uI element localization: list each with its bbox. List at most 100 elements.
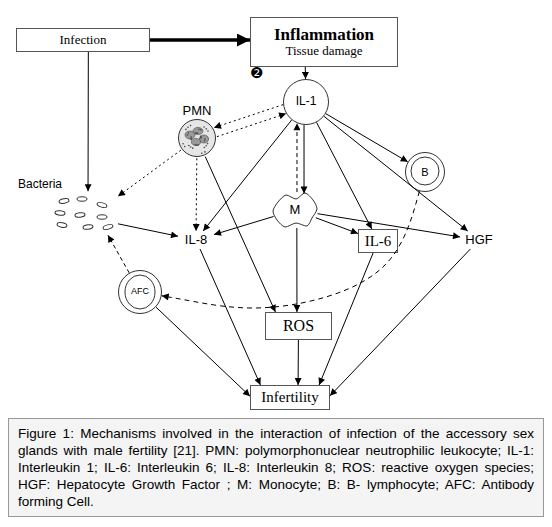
granule-dot <box>188 132 190 134</box>
arrow-connector <box>88 52 89 191</box>
node-label: Bacteria <box>18 178 62 191</box>
node-label: M <box>290 203 301 217</box>
arrow-connector <box>108 235 129 273</box>
node-label: B <box>421 166 428 178</box>
node-label: IL-8 <box>185 233 207 247</box>
arrow-connector <box>217 114 286 137</box>
process-box: InflammationTissue damage <box>250 17 398 67</box>
arrow-connector <box>330 249 470 396</box>
node-label: IL-1 <box>296 95 317 108</box>
arrow-connector <box>296 228 297 312</box>
growth-factor-label: HGF <box>460 231 498 249</box>
granule-dot <box>204 147 206 149</box>
granule-dot <box>200 137 202 139</box>
arrow-connector <box>118 150 181 196</box>
lymphocyte-cell: B <box>405 152 445 192</box>
arrow-connector <box>200 249 260 385</box>
bacterium <box>97 215 107 219</box>
bacterium <box>103 224 114 231</box>
granule-dot <box>200 136 202 138</box>
arrow-connector <box>196 158 198 231</box>
arrow-connector <box>205 157 275 312</box>
cytokine-box: IL-6 <box>358 229 398 253</box>
arrow-connector <box>305 67 306 79</box>
neutrophil-cell: PMN <box>172 104 222 162</box>
bacteria-group: Bacteria <box>18 178 118 240</box>
granule-dot <box>204 139 206 141</box>
node-label: ROS <box>283 317 314 335</box>
granule-dot <box>201 153 203 155</box>
node-label: IL-6 <box>365 233 392 250</box>
monocyte-outline <box>273 193 317 227</box>
arrow-connector <box>214 216 274 234</box>
granule-dot <box>205 128 207 130</box>
arrow-connector <box>118 224 178 236</box>
granule-dot <box>207 143 209 145</box>
bacterium <box>55 211 65 216</box>
granule-dot <box>195 133 197 135</box>
node-label: PMN <box>183 104 212 118</box>
granule-dot <box>188 145 190 147</box>
arrow-connector <box>317 122 372 229</box>
granule-dot <box>200 129 202 131</box>
node-sublabel: Tissue damage <box>285 44 362 58</box>
arrow-connector <box>326 114 408 162</box>
process-box: ROS <box>265 312 332 340</box>
granule-dot <box>190 146 192 148</box>
nucleus-outline <box>125 275 155 309</box>
node-label: Inflammation <box>274 26 374 45</box>
granule-dot <box>204 151 206 153</box>
bacterium <box>59 198 70 204</box>
arrow-connector <box>150 38 250 42</box>
cell-membrane <box>179 120 216 157</box>
granule-dot <box>198 129 200 131</box>
circle-outline <box>406 153 445 192</box>
arrow-connector <box>296 123 297 192</box>
cytokine-label: IL-8 <box>178 231 214 249</box>
granule-dot <box>194 144 196 146</box>
arrow-connector <box>298 340 299 385</box>
nucleus-lobe <box>193 128 203 135</box>
bacterium <box>97 202 108 209</box>
cytokine-circle: IL-1 <box>283 79 329 125</box>
granule-dot <box>187 134 189 136</box>
arrow-connector <box>162 191 420 308</box>
granule-dot <box>196 144 198 146</box>
granule-dot <box>190 139 192 141</box>
arrow-connector <box>304 125 305 194</box>
granule-dot <box>197 144 199 146</box>
figure-caption: Figure 1: Mechanisms involved in the int… <box>8 418 544 517</box>
bacterium <box>57 222 68 228</box>
nucleus-lobe <box>191 139 200 146</box>
granule-dot <box>187 127 189 129</box>
node-label: Infection <box>60 33 107 47</box>
circle-outline <box>119 271 162 314</box>
node-label: Infertility <box>261 389 318 406</box>
node-label: HGF <box>465 233 492 247</box>
granule-dot <box>190 125 192 127</box>
process-box: Infection <box>16 28 150 52</box>
monocyte-cell: M <box>272 192 318 228</box>
callout-number: ❷ <box>250 64 263 82</box>
node-label: AFC <box>131 287 149 297</box>
granule-dot <box>185 129 187 131</box>
granule-dot <box>204 140 206 142</box>
nucleus-outline <box>411 157 439 185</box>
circle-outline <box>284 80 329 125</box>
arrow-connector <box>324 116 468 231</box>
antibody-cell: AFC <box>118 270 162 314</box>
bacterium <box>83 224 94 230</box>
granule-dot <box>184 146 186 148</box>
granule-dot <box>192 148 194 150</box>
arrow-connector <box>316 218 358 234</box>
neutrophil-drawing <box>177 118 217 158</box>
granule-dot <box>200 137 202 139</box>
bacteria-drawing <box>18 191 118 235</box>
arrow-connector <box>214 105 283 128</box>
arrow-connector <box>156 307 250 396</box>
bacterium <box>77 197 87 201</box>
bacterium <box>75 213 85 218</box>
granule-dot <box>203 127 205 129</box>
granule-dot <box>182 143 184 145</box>
